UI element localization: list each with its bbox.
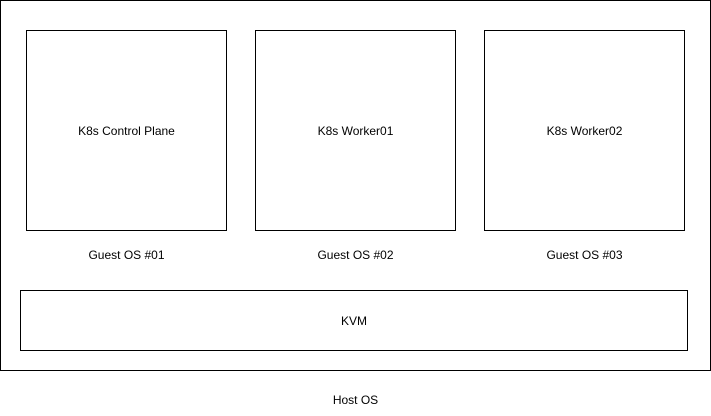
guest-os-label-01: Guest OS #01: [88, 248, 165, 262]
guest-os-label-03: Guest OS #03: [546, 248, 623, 262]
kvm-label: KVM: [340, 313, 367, 328]
kvm-hypervisor-box: KVM: [20, 290, 688, 351]
vm-box-control-plane: K8s Control Plane: [26, 30, 227, 231]
vm-label-worker02: K8s Worker02: [546, 123, 623, 138]
vm-box-worker01: K8s Worker01: [255, 30, 456, 231]
vm-box-worker02: K8s Worker02: [484, 30, 685, 231]
vm-label-control-plane: K8s Control Plane: [78, 123, 175, 138]
vm-label-worker01: K8s Worker01: [317, 123, 394, 138]
guest-os-label-02: Guest OS #02: [317, 248, 394, 262]
host-os-label: Host OS: [332, 393, 379, 407]
